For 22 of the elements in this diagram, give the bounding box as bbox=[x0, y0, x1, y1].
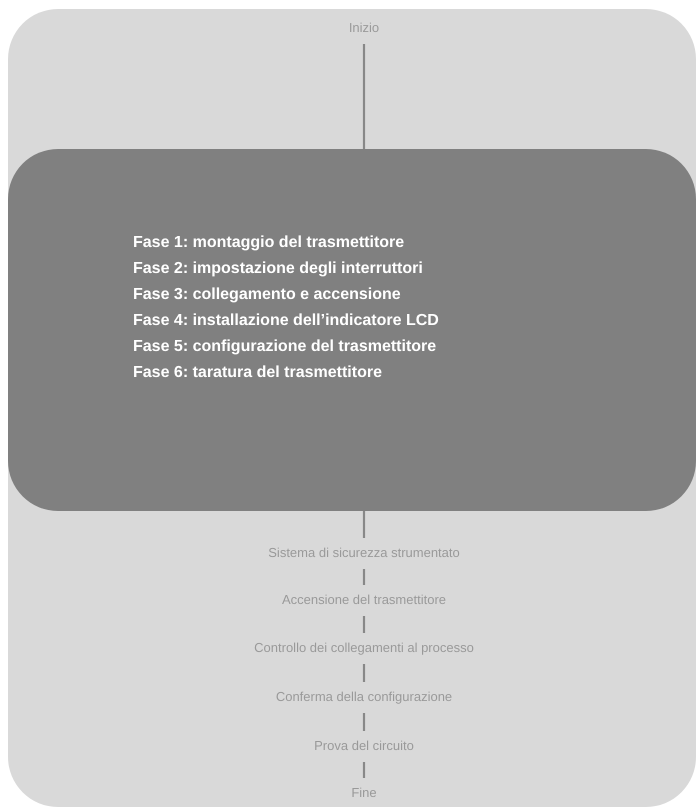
step-text: Accensione del trasmettitore bbox=[214, 591, 514, 608]
phase-text: Fase 4: installazione dell’indicatore LCD bbox=[133, 311, 439, 331]
connector-line bbox=[362, 511, 366, 538]
phase-text: Fase 6: taratura del trasmettitore bbox=[133, 363, 383, 383]
connector-line bbox=[362, 713, 366, 731]
phase-text: Fase 1: montaggio del trasmettitore bbox=[133, 233, 406, 253]
step-text: Prova del circuito bbox=[214, 737, 514, 754]
phase-text: Fase 3: collegamento e accensione bbox=[133, 285, 402, 305]
connector-line bbox=[362, 44, 366, 149]
step-text: Controllo dei collegamenti al processo bbox=[214, 639, 514, 656]
step-text: Fine bbox=[214, 784, 514, 801]
connector-line bbox=[362, 664, 366, 682]
step-text: Inizio bbox=[264, 19, 464, 36]
connector-line bbox=[362, 616, 366, 633]
step-text: Sistema di sicurezza strumentato bbox=[214, 544, 514, 561]
phase-text: Fase 5: configurazione del trasmettitore bbox=[133, 337, 438, 357]
phase-text: Fase 2: impostazione degli interruttori bbox=[133, 259, 424, 279]
connector-line bbox=[362, 569, 366, 585]
connector-line bbox=[362, 762, 366, 778]
phase-panel bbox=[8, 149, 696, 511]
step-text: Conferma della configurazione bbox=[214, 688, 514, 705]
background-panel bbox=[8, 9, 696, 807]
